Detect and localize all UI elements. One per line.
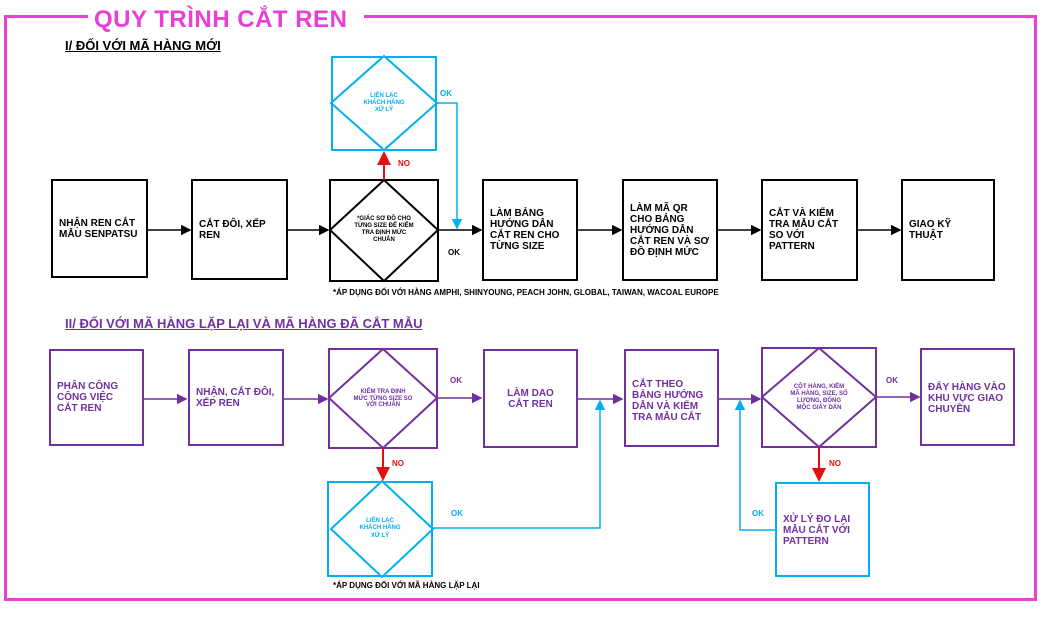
s1-step-receive-lace: NHẬN REN CẮT MẪU SENPATSU (51, 179, 148, 278)
s2-ok-label-4: OK (752, 509, 764, 518)
s1-ok-label-top: OK (440, 89, 452, 98)
s2-ok-label-3: OK (451, 509, 463, 518)
s2-step-label: LÀM DAO CẮT REN (507, 387, 554, 410)
s2-step-make-knife: LÀM DAO CẮT REN (483, 349, 578, 448)
title-background (88, 4, 364, 34)
s1-decision-diamond (328, 178, 440, 283)
s2-decision2-label: CỘT HÀNG, KIỂM MÃ HÀNG, SIZE, SỐ LƯỢNG, … (790, 384, 848, 411)
s1-step-label: LÀM BẢNG HƯỚNG DẪN CẮT REN CHO TỪNG SIZE (490, 208, 560, 252)
s2-ok-label-2: OK (886, 376, 898, 385)
s1-step-label: NHẬN REN CẮT MẪU SENPATSU (59, 217, 138, 240)
s2-step-label: CẮT THEO BẢNG HƯỚNG DẪN VÀ KIỂM TRA MẪU … (632, 379, 704, 423)
s2-step-label: ĐẨY HÀNG VÀO KHU VỰC GIAO CHUYỀN (928, 382, 1006, 415)
s1-decision-label: *GIÁC SƠ ĐỒ CHO TỪNG SIZE ĐỂ KIỂM TRA ĐỊ… (354, 216, 414, 243)
s2-fix-box: XỬ LÝ ĐO LẠI MẪU CẮT VỚI PATTERN (775, 482, 870, 577)
s2-contact-box: LIÊN LẠC KHÁCH HÀNG XỬ LÝ (327, 481, 433, 577)
s2-step-push: ĐẨY HÀNG VÀO KHU VỰC GIAO CHUYỀN (920, 348, 1015, 446)
s2-decision1-label: KIỂM TRA ĐỊNH MỨC TỪNG SIZE SO VỚI CHUẨN (353, 388, 413, 409)
s1-step-deliver: GIAO KỸ THUẬT (901, 179, 995, 281)
s1-step-cut-check: CẮT VÀ KIỂM TRA MẪU CẮT SO VỚI PATTERN (761, 179, 858, 281)
s2-step-receive: NHẬN, CẮT ĐÔI, XẾP REN (188, 349, 284, 446)
s1-contact-label: LIÊN LẠC KHÁCH HÀNG XỬ LÝ (363, 92, 405, 114)
s2-no-label-1: NO (392, 459, 404, 468)
s1-no-label: NO (398, 159, 410, 168)
s2-ok-label-1: OK (450, 376, 462, 385)
s2-step-label: PHÂN CÔNG CÔNG VIỆC CẮT REN (57, 381, 119, 414)
s1-contact-box: LIÊN LẠC KHÁCH HÀNG XỬ LÝ (331, 56, 437, 151)
s1-ok-label: OK (448, 248, 460, 257)
s2-contact-diamond (329, 479, 435, 579)
s2-step-cut-guide: CẮT THEO BẢNG HƯỚNG DẪN VÀ KIỂM TRA MẪU … (624, 349, 719, 447)
s1-note: *ÁP DỤNG ĐỐI VỚI HÀNG AMPHI, SHINYOUNG, … (333, 288, 719, 297)
s1-step-label: LÀM MÃ QR CHO BẢNG HƯỚNG DẪN CẮT REN VÀ … (630, 202, 710, 258)
s1-step-label: CẮT VÀ KIỂM TRA MẪU CẮT SO VỚI PATTERN (769, 208, 839, 252)
s2-fix-label: XỬ LÝ ĐO LẠI MẪU CẮT VỚI PATTERN (783, 514, 851, 547)
s1-step-make-guide: LÀM BẢNG HƯỚNG DẪN CẮT REN CHO TỪNG SIZE (482, 179, 578, 281)
s2-step-assign: PHÂN CÔNG CÔNG VIỆC CẮT REN (49, 349, 144, 446)
page-frame (4, 15, 1037, 601)
s2-step-label: NHẬN, CẮT ĐÔI, XẾP REN (196, 386, 275, 409)
s2-note: *ÁP DỤNG ĐỐI VỚI MÃ HÀNG LẶP LẠI (333, 581, 480, 590)
page-title: QUY TRÌNH CẮT REN (94, 6, 348, 33)
section2-heading: II/ ĐỐI VỚI MÃ HÀNG LẶP LẠI VÀ MÃ HÀNG Đ… (65, 316, 423, 331)
s1-step-make-qr: LÀM MÃ QR CHO BẢNG HƯỚNG DẪN CẮT REN VÀ … (622, 179, 718, 281)
section1-heading: I/ ĐỐI VỚI MÃ HÀNG MỚI (65, 38, 221, 53)
s2-decision1-box (328, 348, 438, 449)
s2-contact-label: LIÊN LẠC KHÁCH HÀNG XỬ LÝ (359, 518, 401, 539)
s1-step-cut-fold: CẮT ĐÔI, XẾP REN (191, 179, 288, 280)
s2-no-label-2: NO (829, 459, 841, 468)
s1-step-label: CẮT ĐÔI, XẾP REN (199, 218, 266, 241)
s1-step-label: GIAO KỸ THUẬT (909, 219, 952, 241)
